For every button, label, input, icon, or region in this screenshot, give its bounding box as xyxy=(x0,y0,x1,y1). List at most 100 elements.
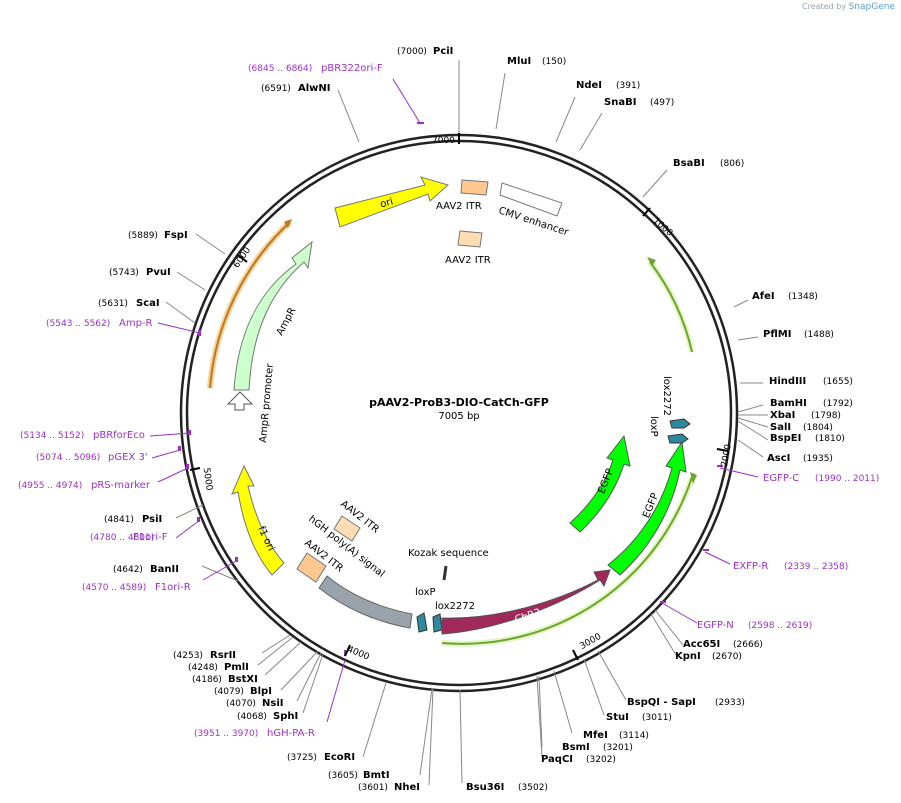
enzyme-nhei[interactable]: NheI xyxy=(394,782,420,793)
enzyme-pvui[interactable]: PvuI xyxy=(146,267,171,278)
primer-pbr322ori-f-pos: (6845 .. 6864) xyxy=(248,64,312,74)
orf-arc-right-head xyxy=(647,257,656,266)
feature-aav2-itr-inner-label: AAV2 ITR xyxy=(445,255,491,266)
feature-aav2-itr-left-inner xyxy=(333,515,361,542)
primer-marks xyxy=(178,122,723,656)
feature-loxp-right-label: loxP xyxy=(648,416,659,437)
tick-4000: 4000 xyxy=(346,645,371,663)
enzyme-bsu36i[interactable]: Bsu36I xyxy=(466,782,504,793)
primer-f1ori-r[interactable]: F1ori-R xyxy=(155,582,191,593)
enzyme-paqci[interactable]: PaqCI xyxy=(541,754,573,765)
primer-f1ori-f-pos: (4780 .. 4801) xyxy=(90,533,154,543)
enzyme-pvui-pos: (5743) xyxy=(109,268,139,278)
enzyme-afei-pos: (1348) xyxy=(788,292,818,302)
tick-7000: 7000 xyxy=(432,136,455,146)
enzyme-bspei[interactable]: BspEI xyxy=(770,433,801,444)
enzyme-hindiii[interactable]: HindIII xyxy=(769,376,806,387)
enzyme-psii[interactable]: PsiI xyxy=(142,514,162,525)
primer-pbr322ori-f[interactable]: pBR322ori-F xyxy=(321,63,383,74)
enzyme-pcii-pos: (7000) xyxy=(397,47,427,57)
enzyme-nsii[interactable]: NsiI xyxy=(262,698,283,709)
feature-loxp-bottom-label: loxP xyxy=(415,587,436,598)
enzyme-bsabi[interactable]: BsaBI xyxy=(673,158,705,169)
enzyme-labels: (7000) PciI MluI (150) NdeI (391) SnaBI … xyxy=(98,46,853,793)
enzyme-pcii[interactable]: PciI xyxy=(433,46,453,57)
enzyme-rsrii-pos: (4253) xyxy=(173,651,203,661)
enzyme-snabi[interactable]: SnaBI xyxy=(604,97,636,108)
enzyme-bamhi-pos: (1792) xyxy=(823,399,853,409)
enzyme-kpni-pos: (2670) xyxy=(712,652,742,662)
enzyme-acc65i[interactable]: Acc65I xyxy=(683,639,720,650)
enzyme-mlui-pos: (150) xyxy=(542,57,566,67)
enzyme-sali[interactable]: SalI xyxy=(770,422,791,433)
orf-arc-left-head xyxy=(284,219,292,228)
enzyme-blpi[interactable]: BlpI xyxy=(250,686,272,697)
enzyme-ndei[interactable]: NdeI xyxy=(576,80,602,91)
primer-exfp-r-pos: (2339 .. 2358) xyxy=(784,562,848,572)
enzyme-nhei-pos: (3601) xyxy=(358,783,388,793)
enzyme-pmli[interactable]: PmlI xyxy=(224,662,249,673)
primer-egfp-n-pos: (2598 .. 2619) xyxy=(748,621,812,631)
enzyme-fspi[interactable]: FspI xyxy=(164,230,188,241)
enzyme-bmti[interactable]: BmtI xyxy=(363,770,390,781)
enzyme-scai-pos: (5631) xyxy=(98,299,128,309)
enzyme-scai[interactable]: ScaI xyxy=(136,298,160,309)
feature-ampr-promoter-label: AmpR promoter xyxy=(258,362,276,443)
primer-egfp-c[interactable]: EGFP-C xyxy=(763,473,799,484)
enzyme-kpni[interactable]: KpnI xyxy=(675,651,701,662)
plasmid-length: 7005 bp xyxy=(438,411,479,422)
enzyme-bstxi[interactable]: BstXI xyxy=(228,674,258,685)
enzyme-mfei[interactable]: MfeI xyxy=(583,730,608,741)
orf-arc-bottom-head xyxy=(690,472,697,484)
enzyme-ndei-pos: (391) xyxy=(616,81,640,91)
primer-leaders xyxy=(149,78,759,723)
feature-aav2-itr-left xyxy=(296,552,327,583)
enzyme-xbai-pos: (1798) xyxy=(811,411,841,421)
enzyme-sali-pos: (1804) xyxy=(803,423,833,433)
enzyme-ecori[interactable]: EcoRI xyxy=(324,752,355,763)
tick-5000: 5000 xyxy=(201,467,214,491)
enzyme-sphi[interactable]: SphI xyxy=(273,711,298,722)
enzyme-banii[interactable]: BanII xyxy=(150,564,179,575)
enzyme-bsmi[interactable]: BsmI xyxy=(562,742,590,753)
enzyme-alwni[interactable]: AlwNI xyxy=(298,83,331,94)
enzyme-bsmi-pos: (3201) xyxy=(603,743,633,753)
enzyme-afei[interactable]: AfeI xyxy=(752,291,775,302)
primer-pgex3-pos: (5074 .. 5096) xyxy=(36,453,100,463)
primer-hgh-pa-r[interactable]: hGH-PA-R xyxy=(267,728,315,739)
enzyme-acc65i-pos: (2666) xyxy=(733,640,763,650)
feature-ampr-promoter xyxy=(226,391,254,411)
feature-loxp-right xyxy=(667,433,689,444)
enzyme-stui[interactable]: StuI xyxy=(606,712,629,723)
feature-lox2272-bottom xyxy=(432,613,443,633)
enzyme-ecori-pos: (3725) xyxy=(287,753,317,763)
primer-egfp-n[interactable]: EGFP-N xyxy=(697,620,734,631)
orf-arc-bottom xyxy=(441,476,693,645)
primer-f1ori-r-pos: (4570 .. 4589) xyxy=(82,583,146,593)
primer-amp-r[interactable]: Amp-R xyxy=(119,318,153,329)
feature-aav2-itr-top xyxy=(460,179,489,196)
tick-marks xyxy=(189,133,729,661)
primer-prs-marker[interactable]: pRS-marker xyxy=(91,480,151,491)
enzyme-banii-pos: (4642) xyxy=(113,565,143,575)
enzyme-fspi-pos: (5889) xyxy=(128,231,158,241)
enzyme-asci-pos: (1935) xyxy=(803,454,833,464)
enzyme-sphi-pos: (4068) xyxy=(237,712,267,722)
feature-kozak-label: Kozak sequence xyxy=(408,548,489,559)
enzyme-bamhi[interactable]: BamHI xyxy=(770,398,807,409)
primer-exfp-r[interactable]: EXFP-R xyxy=(733,561,768,572)
primer-pgex3[interactable]: pGEX 3' xyxy=(108,452,148,463)
enzyme-bspqi-sapi[interactable]: BspQI - SapI xyxy=(627,697,696,708)
credit-prefix: Created by xyxy=(802,2,847,11)
enzyme-blpi-pos: (4079) xyxy=(214,687,244,697)
enzyme-mlui[interactable]: MluI xyxy=(507,56,531,67)
primer-pbrforeco[interactable]: pBRforEco xyxy=(93,430,145,441)
primer-f1ori-f[interactable]: F1ori-F xyxy=(133,532,168,543)
enzyme-pflmi[interactable]: PflMI xyxy=(763,329,791,340)
enzyme-bmti-pos: (3605) xyxy=(328,771,358,781)
enzyme-asci[interactable]: AscI xyxy=(767,453,790,464)
enzyme-rsrii[interactable]: RsrII xyxy=(210,650,236,661)
enzyme-xbai[interactable]: XbaI xyxy=(770,410,795,421)
feature-lox2272-bottom-label: lox2272 xyxy=(435,601,475,612)
enzyme-leaders xyxy=(165,60,769,786)
